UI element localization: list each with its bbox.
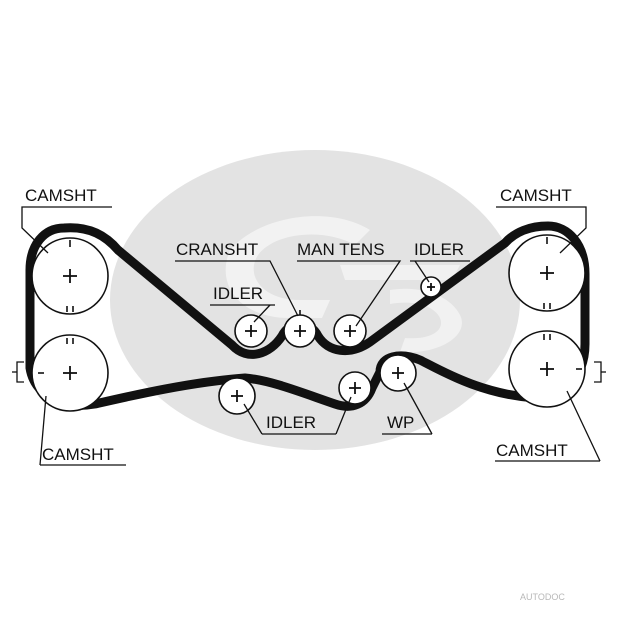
label-idler-bottom: IDLER: [266, 413, 316, 432]
camshaft-pulley-bottom-right: [508, 330, 586, 408]
label-idler-right: IDLER: [414, 240, 464, 259]
label-camshaft-top-left: CAMSHT: [25, 186, 97, 205]
right-mark-bracket: [594, 361, 602, 383]
leader-lines: [21, 206, 601, 466]
label-manual-tensioner: MAN TENS: [297, 240, 385, 259]
camshaft-pulley-top-left: [31, 237, 109, 315]
camshaft-pulley-top-right: [508, 234, 586, 312]
idler-pulley-left: [234, 314, 268, 348]
label-camshaft-bottom-right: CAMSHT: [496, 441, 568, 460]
gates-logo: R: [110, 150, 573, 450]
idler-pulley-bottom-left: [218, 377, 256, 415]
label-water-pump: WP: [387, 413, 414, 432]
manual-tensioner-pulley: [333, 314, 367, 348]
label-camshaft-top-right: CAMSHT: [500, 186, 572, 205]
idler-pulley-bottom-right: [338, 371, 372, 405]
crankshaft-pulley: [283, 310, 317, 348]
camshaft-pulley-bottom-left: [31, 334, 109, 412]
watermark-text: AUTODOC: [520, 592, 565, 602]
left-mark-bracket: [16, 361, 24, 383]
label-idler-left: IDLER: [213, 284, 263, 303]
label-camshaft-bottom-left: CAMSHT: [42, 445, 114, 464]
water-pump-pulley: [379, 354, 417, 392]
label-crankshaft: CRANSHT: [176, 240, 258, 259]
idler-pulley-right: [420, 276, 442, 298]
